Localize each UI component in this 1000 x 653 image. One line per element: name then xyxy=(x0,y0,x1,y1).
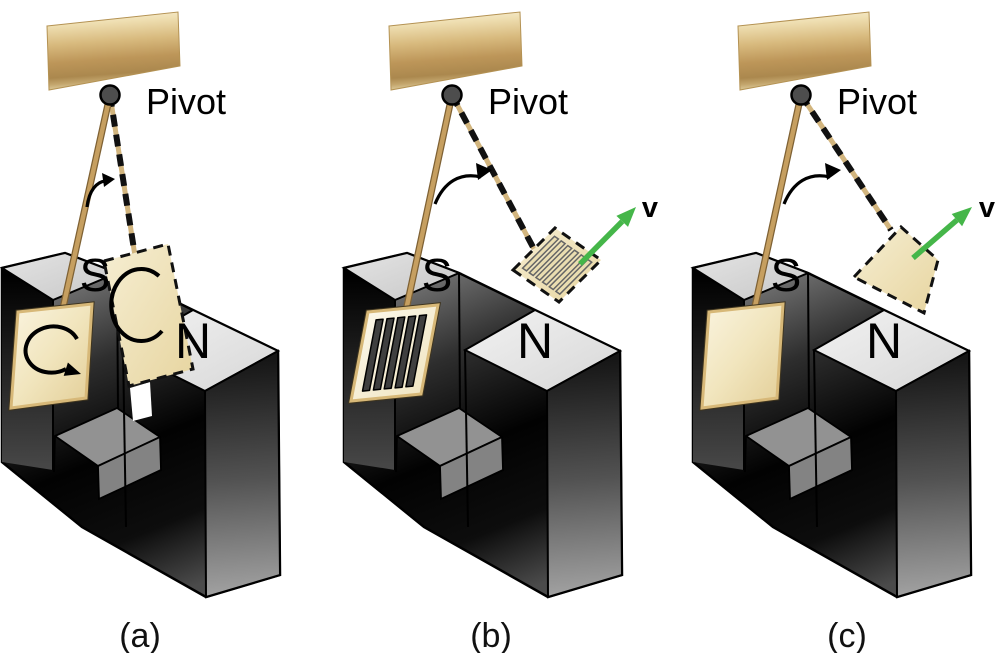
magnet-gap-step-face xyxy=(439,435,504,501)
ghost-rod-dashes xyxy=(107,94,138,257)
n-arm-front-edge xyxy=(122,349,127,528)
swing-arc-arrow-icon xyxy=(782,163,841,205)
floor-corner-edge xyxy=(53,435,56,473)
velocity-label: v xyxy=(642,192,658,224)
s-pole-label: S xyxy=(80,249,111,301)
eddy-current-loop-arrow-icon xyxy=(23,324,79,375)
panel-c: v Pivot S N (c) xyxy=(690,11,995,653)
velocity-label: v xyxy=(979,192,995,224)
magnet-gap-step-face xyxy=(97,435,162,501)
pendulum-ghost xyxy=(449,93,604,304)
pivot-dot-icon xyxy=(441,84,463,106)
plate-slots xyxy=(361,314,428,392)
wooden-support-bar xyxy=(737,11,872,91)
pivot-label: Pivot xyxy=(488,81,568,122)
n-pole-label: N xyxy=(517,313,553,369)
metal-plate xyxy=(9,302,94,410)
velocity-arrow-icon xyxy=(578,207,636,266)
n-arm-front-edge xyxy=(464,349,469,528)
panel-caption: (a) xyxy=(119,617,161,653)
s-pole-label: S xyxy=(422,249,453,301)
ghost-rod-dashes xyxy=(449,93,537,251)
partial-eddy-current-arc-icon xyxy=(109,267,164,343)
n-pole-label: N xyxy=(175,313,211,369)
pendulum-ghost xyxy=(798,93,940,316)
pivot-label: Pivot xyxy=(837,81,917,122)
gap-see-through xyxy=(130,382,152,421)
gap-front-edge xyxy=(807,272,810,409)
velocity-arrow-icon xyxy=(911,207,972,261)
swing-arc-arrow-icon xyxy=(85,173,115,208)
pendulum xyxy=(347,94,456,404)
pendulum xyxy=(699,94,805,411)
wooden-support-bar xyxy=(46,11,181,91)
floor-corner-edge xyxy=(744,435,747,473)
panel-a: Pivot S N (a) xyxy=(0,11,282,653)
panel-caption: (b) xyxy=(470,617,512,653)
wooden-support-bar xyxy=(388,11,523,91)
magnet-right-side-face xyxy=(545,349,624,599)
n-pole-label: N xyxy=(866,313,902,369)
gap-front-edge xyxy=(458,272,461,409)
pivot-dot-icon xyxy=(790,84,812,106)
panel-c-scene: v Pivot S N xyxy=(690,11,995,599)
pendulum-rod xyxy=(58,94,113,318)
magnet-gap-step-face xyxy=(788,435,853,501)
ghost-plate-solid xyxy=(102,242,195,388)
panel-b-scene: v Pivot S xyxy=(341,11,658,599)
pendulum-ghost xyxy=(102,94,195,388)
ghost-plate-slotted xyxy=(510,226,604,304)
panel-a-scene: Pivot S N xyxy=(0,11,282,599)
floor-corner-edge xyxy=(395,435,398,473)
eddy-current-arrowhead-icon xyxy=(63,362,81,376)
panel-caption: (c) xyxy=(827,617,867,653)
ghost-plate-solid xyxy=(851,224,940,316)
pendulum-rod xyxy=(749,94,804,321)
horseshoe-magnet xyxy=(690,251,973,599)
magnet-right-side-face xyxy=(894,349,973,599)
ghost-plate-slots xyxy=(521,235,593,296)
n-arm-front-edge xyxy=(813,349,818,528)
pivot-label: Pivot xyxy=(146,81,226,122)
metal-plate xyxy=(700,302,785,410)
ghost-rod-dashes xyxy=(798,93,894,232)
magnet-right-side-face xyxy=(203,349,282,599)
horseshoe-magnet xyxy=(341,251,624,599)
pivot-dot-icon xyxy=(99,84,121,106)
s-pole-label: S xyxy=(771,249,802,301)
panel-b: v Pivot S xyxy=(341,11,658,653)
pendulum xyxy=(8,94,114,411)
swing-arc-arrow-icon xyxy=(433,163,492,205)
pendulum-rod xyxy=(402,94,455,316)
